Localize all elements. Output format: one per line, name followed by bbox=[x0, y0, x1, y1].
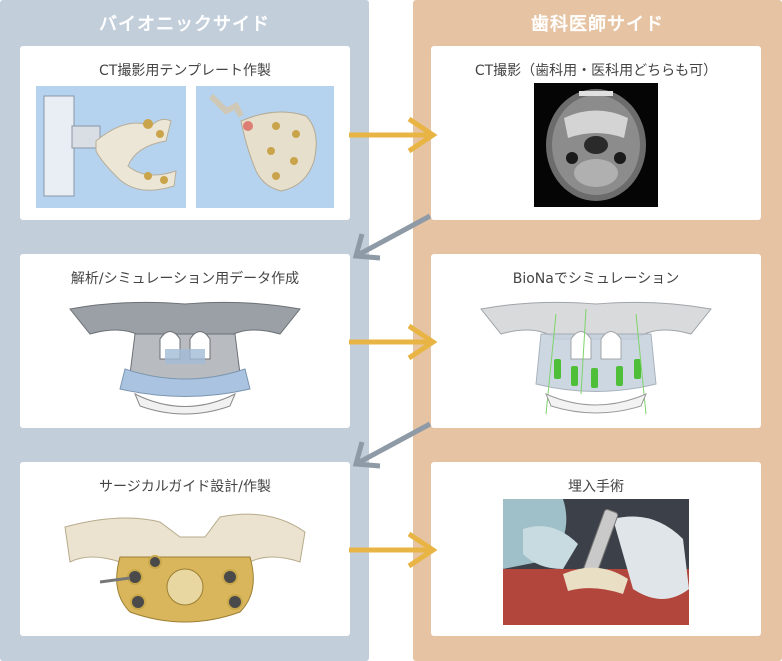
forward-arrow-3 bbox=[347, 530, 439, 570]
ct-template-image-b bbox=[196, 86, 334, 208]
ct-scan-label: CT撮影（歯科用・医科用どちらも可） bbox=[431, 60, 761, 80]
analysis-data-label: 解析/シミュレーション用データ作成 bbox=[20, 268, 350, 288]
skull-model-image bbox=[65, 294, 305, 422]
back-arrow-1 bbox=[348, 212, 434, 262]
surgical-guide-image bbox=[60, 502, 310, 632]
implant-surgery-label: 埋入手術 bbox=[431, 476, 761, 496]
back-arrow-2 bbox=[348, 420, 434, 470]
biona-simulation-label: BioNaでシミュレーション bbox=[431, 268, 761, 288]
analysis-data-card: 解析/シミュレーション用データ作成 bbox=[20, 254, 350, 428]
ct-template-label: CT撮影用テンプレート作製 bbox=[20, 60, 350, 80]
ct-template-image-a bbox=[36, 86, 186, 208]
dentist-side-title: 歯科医師サイド bbox=[413, 10, 782, 36]
surgery-photo-image bbox=[503, 499, 689, 625]
ct-scan-image bbox=[534, 83, 658, 207]
forward-arrow-1 bbox=[347, 115, 439, 155]
bionic-side-title: バイオニックサイド bbox=[0, 10, 369, 36]
ct-scan-card: CT撮影（歯科用・医科用どちらも可） bbox=[431, 46, 761, 220]
ct-template-card: CT撮影用テンプレート作製 bbox=[20, 46, 350, 220]
forward-arrow-2 bbox=[347, 322, 439, 362]
biona-simulation-card: BioNaでシミュレーション bbox=[431, 254, 761, 428]
surgical-guide-card: サージカルガイド設計/作製 bbox=[20, 462, 350, 636]
simulation-image bbox=[476, 294, 716, 424]
surgical-guide-label: サージカルガイド設計/作製 bbox=[20, 476, 350, 496]
implant-surgery-card: 埋入手術 bbox=[431, 462, 761, 636]
